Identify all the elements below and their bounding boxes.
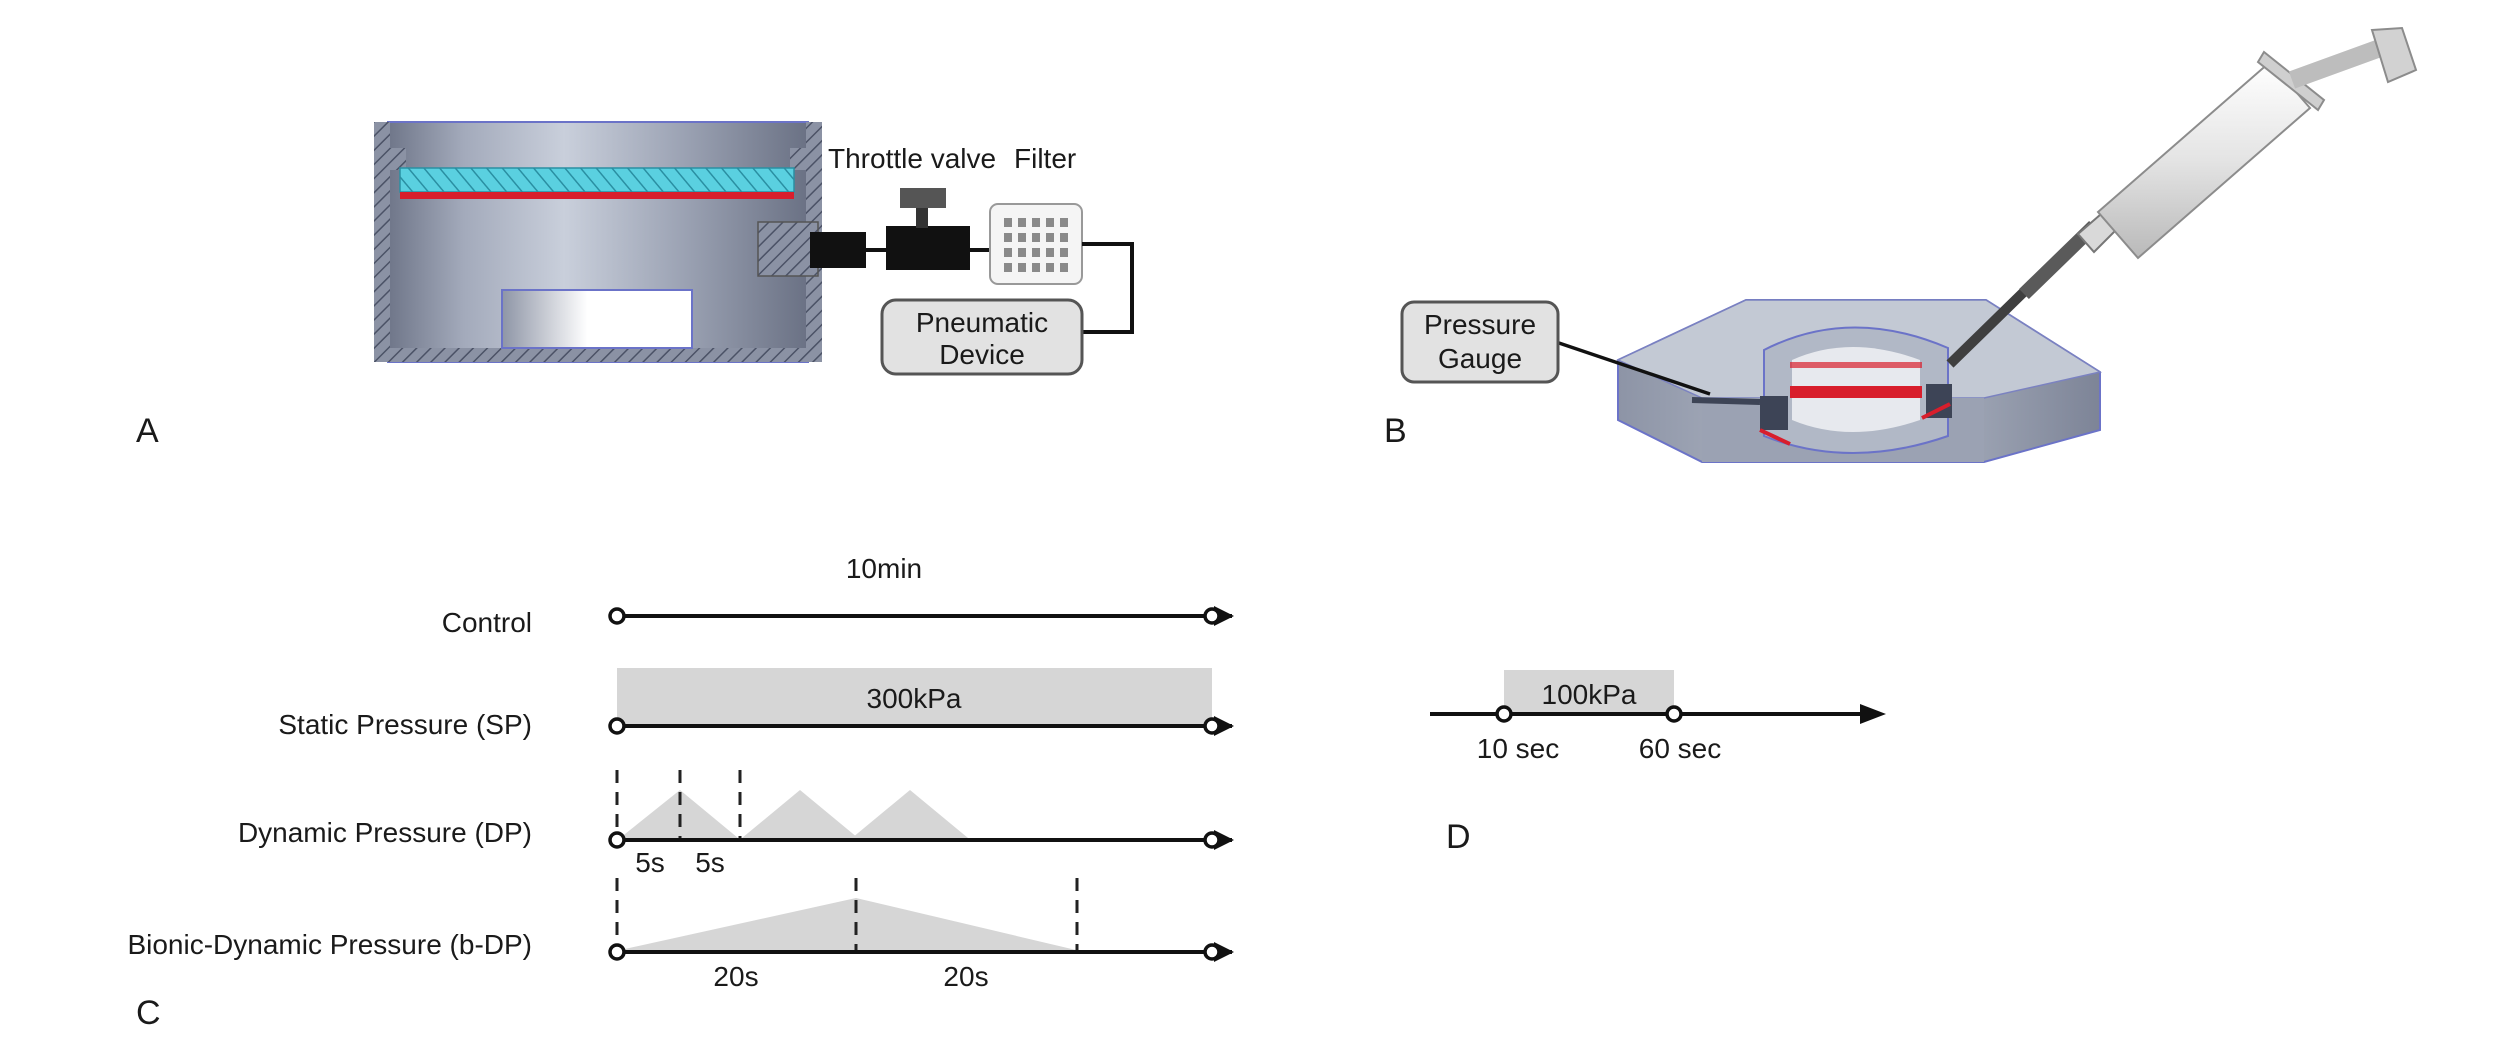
control-start-node (608, 607, 626, 625)
control-end-node (1203, 607, 1221, 625)
filter-dot (1060, 263, 1068, 272)
panel-a: Pneumatic Device Throttle valve Filter A (136, 121, 1134, 450)
bionic-row: Bionic-Dynamic Pressure (b-DP) 20s 20s (127, 878, 1234, 992)
filter-dot (1018, 218, 1026, 227)
d-end-label: 60 sec (1639, 733, 1722, 764)
static-pressure-band (617, 668, 1212, 726)
d-end-node (1665, 705, 1683, 723)
filter-dot (1032, 263, 1040, 272)
pressure-gauge-box: Pressure Gauge (1400, 300, 1560, 384)
dp-pulse-2 (742, 790, 858, 838)
air-line (1082, 242, 1134, 334)
panel-d-letter: D (1446, 818, 1471, 856)
filter-dot (1004, 263, 1012, 272)
dp-pulse-3 (852, 790, 968, 838)
bdp-rise-label: 20s (713, 961, 758, 992)
filter-dot (1004, 218, 1012, 227)
outlet-connector (757, 221, 888, 277)
seal-ring-b (1790, 386, 1922, 398)
bdp-pulse (620, 898, 1076, 950)
filter-dot (1004, 233, 1012, 242)
dynamic-row: Dynamic Pressure (DP) 5s 5s (238, 770, 1234, 878)
dp-rise-label: 5s (635, 847, 665, 878)
syringe (1946, 26, 2418, 368)
membrane (399, 167, 795, 193)
bionic-start-node (608, 943, 626, 961)
filter-dot (1018, 263, 1026, 272)
dynamic-start-node (608, 831, 626, 849)
filter-dot (1060, 248, 1068, 257)
pressure-device (1616, 299, 2102, 463)
duration-label: 10min (846, 553, 922, 584)
d-level-label: 100kPa (1542, 679, 1637, 710)
filter-dot (1046, 248, 1054, 257)
bionic-end-node (1203, 943, 1221, 961)
filter-dot (1046, 263, 1054, 272)
filter-dot (1032, 248, 1040, 257)
static-level-label: 300kPa (867, 683, 962, 714)
panel-c: 10min Control 300kPa Static Pressure (SP… (127, 553, 1234, 1032)
filter-dot (1046, 218, 1054, 227)
filter-dot (1032, 218, 1040, 227)
panel-d: 100kPa 10 sec 60 sec D (1430, 670, 1886, 856)
static-row: 300kPa Static Pressure (SP) (278, 668, 1234, 740)
culture-chamber (374, 121, 822, 363)
filter-dot (1032, 233, 1040, 242)
side-window (501, 289, 693, 349)
d-start-node (1495, 705, 1513, 723)
bionic-label: Bionic-Dynamic Pressure (b-DP) (127, 929, 532, 960)
static-end-node (1203, 717, 1221, 735)
bdp-fall-label: 20s (943, 961, 988, 992)
filter-dot (1060, 218, 1068, 227)
dynamic-label: Dynamic Pressure (DP) (238, 817, 532, 848)
d-arrowhead (1860, 704, 1886, 724)
dynamic-end-node (1203, 831, 1221, 849)
panel-b: Pressure Gauge B (1384, 26, 2418, 463)
pressure-gauge-label-line1: Pressure (1424, 309, 1536, 340)
seal-ring (400, 192, 794, 199)
pneumatic-device-label-line2: Device (939, 339, 1025, 370)
filter-dot (1060, 233, 1068, 242)
pneumatic-device-box: Pneumatic Device (880, 298, 1084, 376)
pneumatic-device-label-line1: Pneumatic (916, 307, 1048, 338)
dp-fall-label: 5s (695, 847, 725, 878)
pressure-gauge-label-line2: Gauge (1438, 343, 1522, 374)
static-start-node (608, 717, 626, 735)
throttle-valve-label: Throttle valve (828, 143, 996, 174)
panel-a-letter: A (136, 412, 159, 450)
d-pressure-band (1504, 670, 1674, 714)
control-label: Control (442, 607, 532, 638)
filter-dot (1004, 248, 1012, 257)
filter-dot (1018, 248, 1026, 257)
filter-icon (989, 203, 1083, 285)
d-start-label: 10 sec (1477, 733, 1560, 764)
throttle-valve-icon (886, 188, 990, 270)
filter-dot (1046, 233, 1054, 242)
control-row: Control (442, 606, 1234, 638)
panel-c-letter: C (136, 994, 161, 1032)
gauge-leader-line (1555, 340, 1711, 396)
filter-label: Filter (1014, 143, 1076, 174)
filter-dot (1018, 233, 1026, 242)
panel-b-letter: B (1384, 412, 1407, 450)
static-label: Static Pressure (SP) (278, 709, 532, 740)
